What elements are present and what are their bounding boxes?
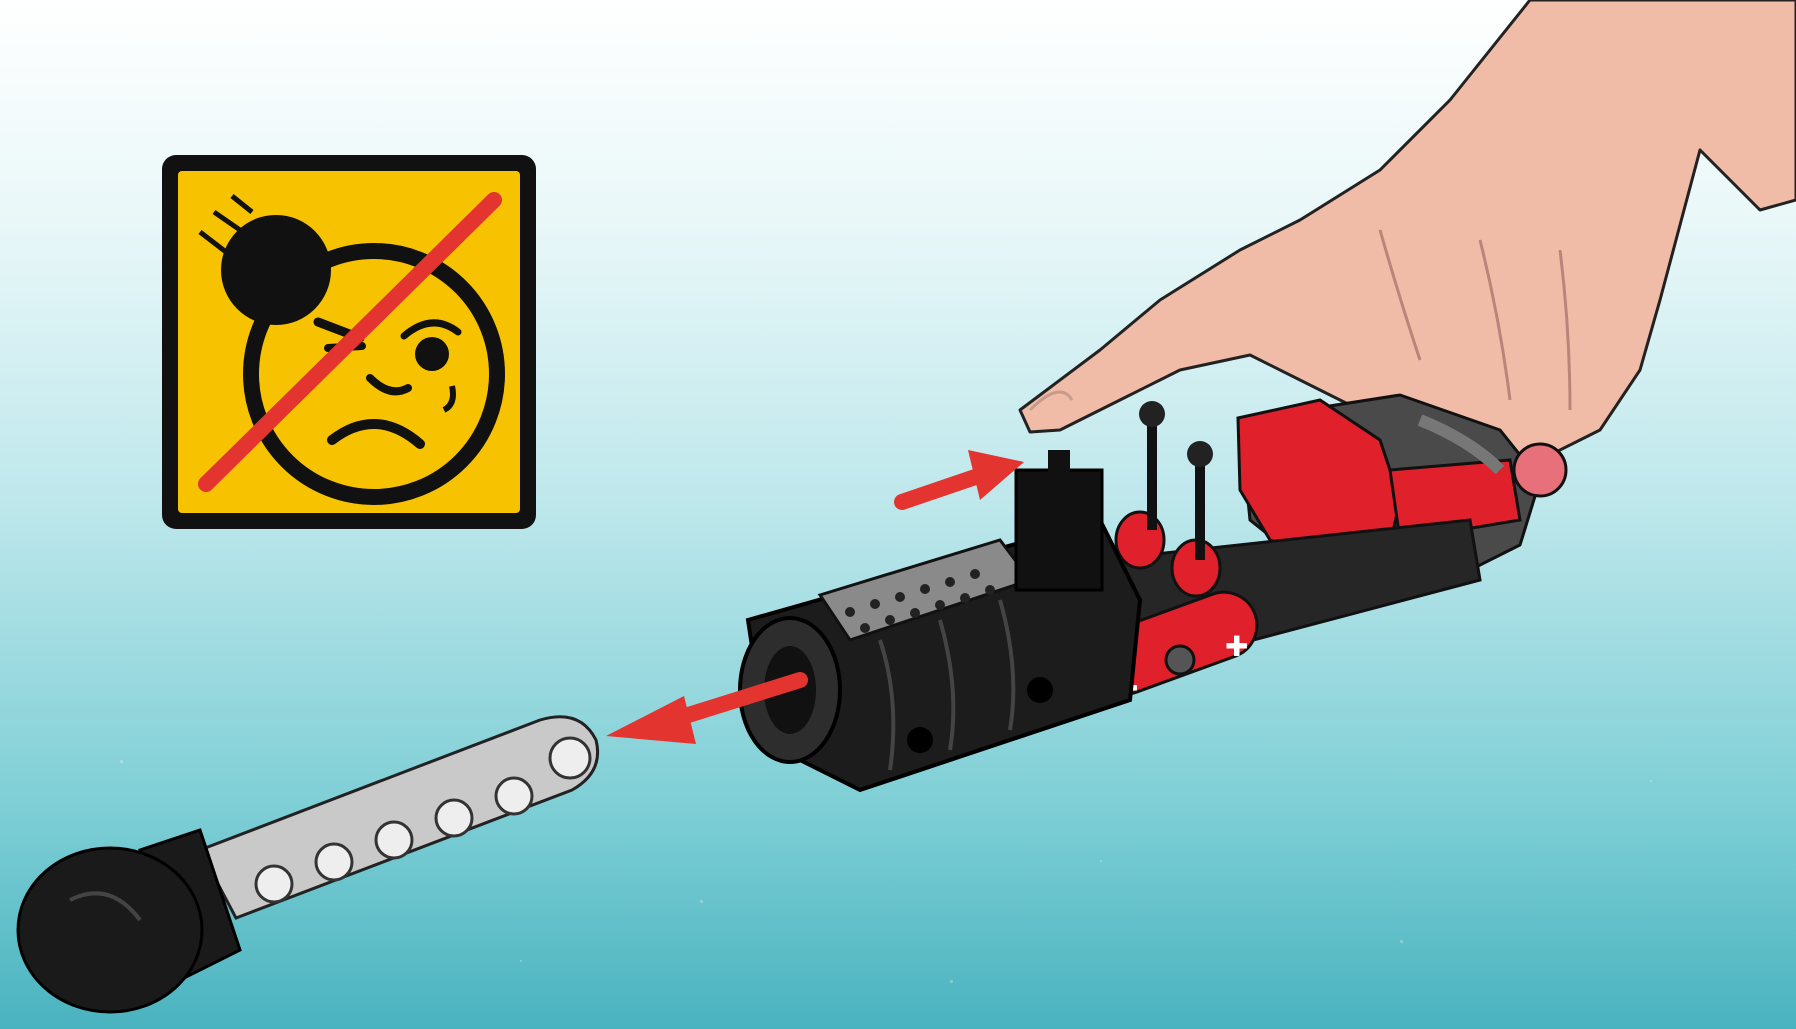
warning-sign (162, 155, 536, 529)
press-trigger-arrow (902, 450, 1024, 502)
projectile (18, 717, 598, 1012)
trigger-button (1016, 470, 1102, 590)
svg-text:✚: ✚ (1225, 630, 1248, 663)
launcher: ✚ ✚ (740, 395, 1566, 790)
projectile-tip (18, 848, 202, 1012)
